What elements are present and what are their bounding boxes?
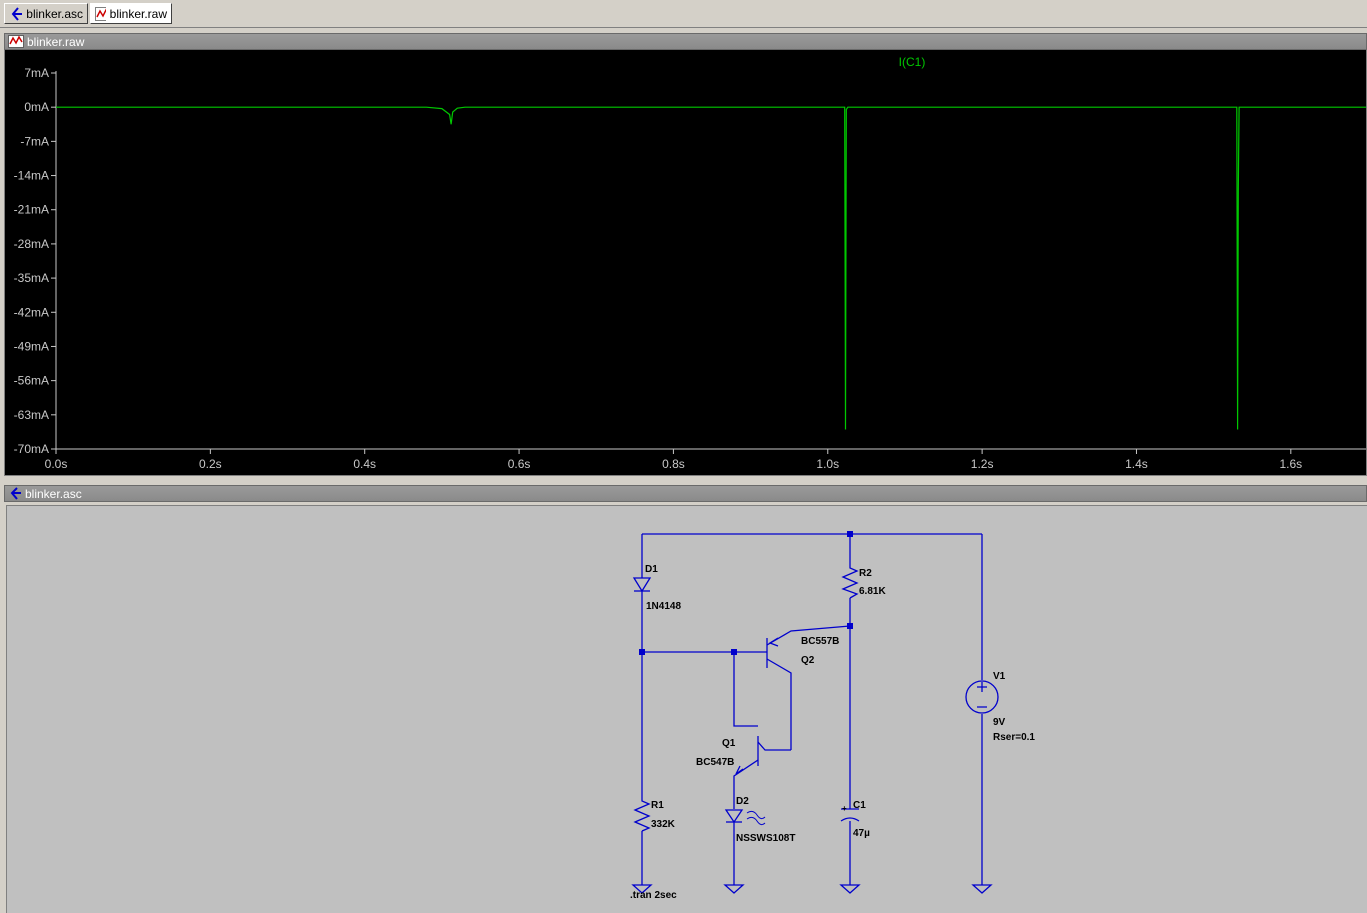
capacitor-c1-symbol[interactable]	[840, 808, 860, 822]
y-tick-label: -49mA	[14, 339, 49, 353]
ground-symbol	[971, 884, 993, 894]
document-tab-bar: blinker.asc blinker.raw	[0, 0, 1367, 28]
label-r2-ref: R2	[859, 568, 872, 579]
x-tick-label: 0.4s	[353, 457, 376, 471]
ground-symbol	[839, 884, 861, 894]
label-r1-ref: R1	[651, 800, 664, 811]
y-tick-label: -56mA	[14, 374, 49, 388]
diode-d1-symbol[interactable]	[632, 577, 652, 593]
junction-dot	[731, 649, 737, 655]
label-q2-ref: Q2	[801, 655, 815, 666]
y-tick-label: -70mA	[14, 442, 49, 456]
label-v1-ref: V1	[993, 671, 1006, 682]
label-d1-value: 1N4148	[646, 601, 681, 612]
y-tick-label: 7mA	[24, 66, 49, 80]
schematic-icon	[11, 6, 22, 21]
schematic-panel-titlebar[interactable]: blinker.asc	[4, 485, 1367, 502]
junction-dot	[847, 531, 853, 537]
label-c1-ref: C1	[853, 800, 866, 811]
x-tick-label: 0.6s	[508, 457, 531, 471]
junction-dot	[639, 649, 645, 655]
y-tick-label: -42mA	[14, 305, 49, 319]
waveform-icon	[95, 6, 106, 21]
tab-blinker-asc[interactable]: blinker.asc	[4, 3, 88, 24]
resistor-r1-symbol[interactable]	[633, 796, 651, 832]
label-d2-ref: D2	[736, 796, 749, 807]
ground-symbol	[723, 884, 745, 894]
voltage-source-v1-symbol[interactable]	[965, 680, 999, 714]
transistor-q2-symbol[interactable]	[766, 625, 851, 750]
waveform-panel-title: blinker.raw	[27, 34, 85, 49]
y-tick-label: -7mA	[20, 134, 49, 148]
label-c1-value: 47µ	[853, 828, 870, 839]
label-d1-ref: D1	[645, 564, 658, 575]
waveform-icon	[8, 35, 24, 48]
schematic-icon	[10, 487, 21, 500]
ground-symbol	[631, 884, 653, 894]
schematic-editor[interactable]: D1 1N4148 R2 6.81K BC557B Q2 V1 9V Rser=…	[6, 505, 1367, 913]
tab-blinker-raw[interactable]: blinker.raw	[90, 3, 172, 24]
label-q2-value: BC557B	[801, 636, 839, 647]
label-q1-value: BC547B	[696, 757, 734, 768]
x-tick-label: 0.0s	[45, 457, 68, 471]
y-tick-label: -35mA	[14, 271, 49, 285]
tab-label: blinker.asc	[26, 6, 83, 21]
led-d2-symbol[interactable]	[724, 809, 766, 826]
series-line-ic1	[56, 106, 1366, 430]
spice-directive-tran[interactable]: .tran 2sec	[630, 890, 677, 901]
label-v1-value: 9V	[993, 717, 1006, 728]
waveform-viewer[interactable]: 7mA 0mA -7mA -14mA -21mA -28mA -35mA -42mA -49mA…	[4, 33, 1367, 476]
x-tick-label: 1.2s	[971, 457, 994, 471]
tab-label: blinker.raw	[109, 6, 167, 21]
label-c1-polarity: +	[842, 804, 847, 813]
label-r2-value: 6.81K	[859, 586, 886, 597]
wire	[733, 652, 758, 727]
x-tick-label: 1.0s	[816, 457, 839, 471]
x-tick-label: 1.6s	[1279, 457, 1302, 471]
legend-label[interactable]: I(C1)	[899, 55, 926, 69]
label-v1-rser: Rser=0.1	[993, 732, 1035, 743]
x-tick-label: 1.4s	[1125, 457, 1148, 471]
x-tick-label: 0.8s	[662, 457, 685, 471]
schematic-panel-title: blinker.asc	[25, 486, 82, 501]
y-tick-label: -28mA	[14, 237, 49, 251]
schematic-canvas[interactable]: D1 1N4148 R2 6.81K BC557B Q2 V1 9V Rser=…	[7, 506, 1367, 913]
y-tick-label: 0mA	[24, 100, 49, 114]
label-q1-ref: Q1	[722, 738, 736, 749]
waveform-plot[interactable]: 7mA 0mA -7mA -14mA -21mA -28mA -35mA -42mA -49mA…	[5, 34, 1366, 475]
label-r1-value: 332K	[651, 819, 676, 830]
y-tick-label: -63mA	[14, 408, 49, 422]
junction-dot	[847, 623, 853, 629]
transistor-q1-symbol[interactable]	[733, 736, 791, 809]
y-tick-label: -21mA	[14, 203, 49, 217]
label-d2-value: NSSWS108T	[736, 833, 795, 844]
waveform-panel-titlebar[interactable]: blinker.raw	[4, 33, 1367, 50]
resistor-r2-symbol[interactable]	[841, 564, 859, 599]
y-tick-label: -14mA	[14, 169, 49, 183]
x-tick-label: 0.2s	[199, 457, 222, 471]
